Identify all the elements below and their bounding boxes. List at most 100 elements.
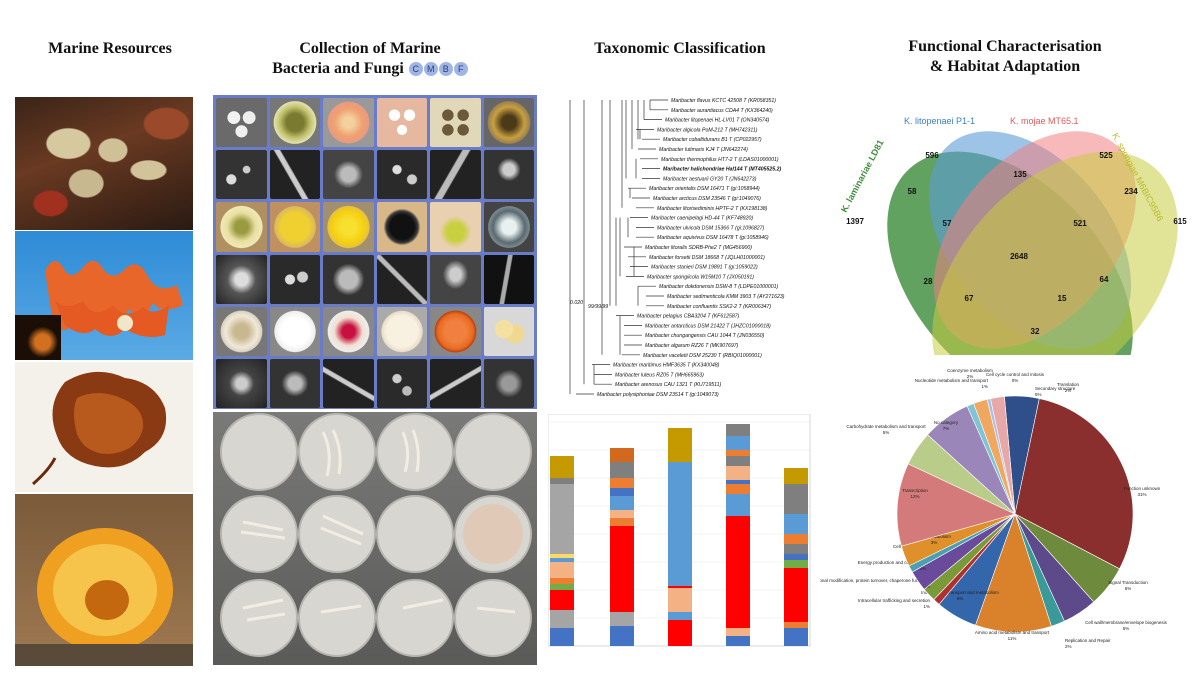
tree-taxon-label: Maribacter stanieri DSM 19891 T (gi:1059… [651,265,758,271]
functional-title: Functional Characterisation & Habitat Ad… [860,37,1150,77]
sem-image [430,254,481,304]
venn-count: 2648 [1010,252,1028,261]
bar-segment [550,456,574,478]
sem-image [216,150,267,200]
tree-taxon-label: Maribacter lutimaris KJ4 T (JN642274) [659,147,748,153]
tree-taxon-label: Maribacter litoralis SDRB-Phe2 T (MG4569… [645,245,752,251]
sem-image [323,358,374,408]
pie-slice-label: Energy production and conversion [858,560,927,565]
bar-segment [668,612,692,620]
tree-taxon-label: Maribacter maritimus HMF3635 T (KX340048… [613,363,720,369]
marine-resources-title: Marine Resources [48,40,172,57]
yellow-sponge-svg [15,528,193,666]
bar-segment [550,628,574,646]
collection-title-line2-text: Bacteria and Fungi [272,60,404,77]
pie-slice [975,513,1052,633]
pie-slice-label: Nucleotide metabolism and transport [915,378,989,383]
bar-segment [726,480,750,484]
phylogenetic-tree: Maribacter flavus KCTC 42508 T (KR058351… [569,98,785,398]
sem-image [216,358,267,408]
culture-image [430,306,481,356]
sem-image [376,358,427,408]
sem-image [483,150,534,200]
collection-title-line1: Collection of Marine [299,40,441,57]
tree-taxon-label: Maribacter algicola PoM-212 T (MH742311) [657,127,758,133]
bar-segment [784,468,808,484]
tree-taxon-label: Maribacter aquivivus DSM 16478 T (gi:105… [657,235,769,241]
venn-count: 521 [1073,219,1087,228]
culture-image [216,202,267,252]
bar-segment [610,526,634,612]
pie-slice-label: Function unknown [1124,486,1161,491]
venn-count: 67 [965,294,974,303]
culture-image [216,98,267,148]
tree-taxon-label: Maribacter arenosus CAU 1321 T (KU719511… [615,382,722,388]
pie-slice-label: Translation [1057,382,1080,387]
bar-segment [668,462,692,586]
pie-slice-percent: 1% [923,604,930,609]
tree-taxon-label: Maribacter flavus KCTC 42508 T (KR058351… [671,98,776,104]
sem-image [376,150,427,200]
functional-title-line1: Functional Characterisation [908,38,1102,55]
venn-count: 58 [908,187,917,196]
bar-segment [610,612,634,626]
bar-segment [726,636,750,646]
bar-segment [550,562,574,578]
seaweed-svg [32,371,167,486]
pie-slice-label: Replication and Repair [1065,638,1111,643]
pie-slice-percent: 7% [943,426,950,431]
tree-taxon-label: Maribacter aurantiacus CDA4 T (KX364240) [671,108,773,114]
tree-taxon-label: Maribacter caenipelagi HD-44 T (KF748920… [651,216,753,222]
bar-segment [550,484,574,554]
pie-slice-percent: 2% [1065,388,1072,393]
bar-segment [550,558,574,562]
culture-image [376,306,427,356]
pie-slice-percent: 0% [1012,378,1019,383]
tree-taxon-label: Maribacter ulvicola DSM 15366 T (gi:1096… [657,225,765,231]
fungi-image-grid [216,98,534,408]
bar-segment [726,484,750,494]
culture-image [323,98,374,148]
taxonomy-title: Taxonomic Classification [594,40,766,57]
bar-segment [784,560,808,568]
venn-count: 525 [1099,151,1113,160]
tree-taxon-label: Maribacter halichondriae Hal144 T (MT405… [663,167,781,173]
culture-image [269,306,320,356]
sem-image [269,254,320,304]
bar-segment [668,586,692,588]
bar-segment [550,478,574,484]
venn-set-label-3: K. mojae MT65.1 [1010,116,1079,126]
sem-image [323,150,374,200]
pie-slice-label: Secondary structure [1035,386,1076,391]
bar-segment [726,494,750,516]
tree-taxon-label: Maribacter forsetii DSM 18668 T (JQLH010… [649,255,765,261]
tree-taxon-label: Maribacter luteus RZ05 T (MH665963) [615,372,704,378]
venn-count: 64 [1100,275,1109,284]
bar-segment [668,620,692,646]
sem-image [483,358,534,408]
tree-scale-label: 0.020 [570,300,583,306]
badge-b: B [438,62,453,77]
sponge-inset-photo [15,315,61,360]
venn-set-label-2: K. litopenaei P1-1 [904,116,975,126]
tree-taxon-label: Maribacter antarcticus DSM 21422 T (JHZC… [645,323,771,329]
tree-taxon-label: Maribacter thermophilus HT7-2 T (LDAS010… [661,157,779,163]
culture-image [483,306,534,356]
venn-count: 32 [1031,327,1040,336]
collection-title: Collection of Marine Bacteria and Fungi … [225,39,515,79]
sem-image [483,254,534,304]
plates-svg [220,413,532,657]
venn-count: 1397 [846,217,864,226]
bar-segment [610,510,634,518]
tree-taxon-label: Maribacter litorisediminis HPTF-2 T (KX1… [657,206,768,212]
venn-count: 28 [924,277,933,286]
culture-image [376,202,427,252]
pie-slice-label: Transcription [902,488,928,493]
tree-taxon-label: Maribacter algarum RZ26 T (MK907697) [645,343,739,349]
pie-slice [896,463,1016,547]
pie-slice-percent: 5% [1035,392,1042,397]
pie-slice-percent: 5% [1123,626,1130,631]
bar-segment [784,568,808,622]
bar-segment [550,554,574,558]
